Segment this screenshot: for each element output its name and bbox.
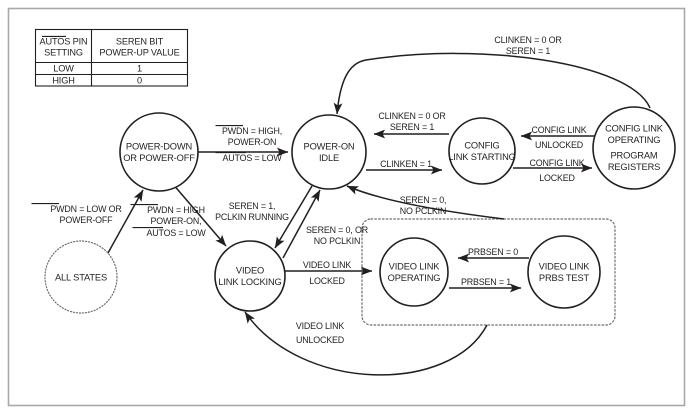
edge-label-t7: SEREN = 0, NO PCLKIN — [400, 195, 447, 216]
edge-label-t1-line-1: PWDN = LOW OR — [50, 204, 121, 214]
edge-label-t13: CLINKEN = 0 OR SEREN = 1 — [494, 35, 561, 56]
edge-label-t15: PRBSEN = 1 — [461, 277, 511, 287]
state-power-down-label-1: POWER-DOWN — [126, 142, 192, 152]
table-row-0-setting: LOW — [53, 64, 74, 74]
state-config-link-starting-label-1: CONFIG — [464, 141, 499, 151]
edge-video-link-locking-to-power-on-idle — [282, 189, 321, 259]
table-header-1-line-2: SETTING — [44, 48, 83, 58]
state-video-link-prbs-test-label-1: VIDEO LINK — [539, 262, 591, 272]
edge-video-group-to-power-on-idle — [346, 185, 505, 220]
table-row-0-value: 1 — [137, 64, 142, 74]
state-video-link-operating-label-2: OPERATING — [388, 273, 441, 283]
state-video-link-prbs-test-label-2: PRBS TEST — [539, 273, 590, 283]
state-config-link-operating-label-2: OPERATING — [608, 135, 661, 145]
state-power-on-idle[interactable]: POWER-ON IDLE — [291, 114, 367, 190]
edge-label-t5: SEREN = 0, OR NO PCLKIN — [306, 225, 368, 246]
state-video-link-prbs-test[interactable]: VIDEO LINK PRBS TEST — [527, 235, 601, 309]
edge-label-t12-line-1: CONFIG LINK — [529, 158, 584, 168]
table-row-1-value: 0 — [137, 75, 142, 85]
edge-label-t13-line-1: CLINKEN = 0 OR — [494, 35, 561, 45]
state-config-link-starting-label-2: LINK STARTING — [448, 152, 515, 162]
edge-label-t11-line-1: CONFIG LINK — [531, 125, 586, 135]
state-all-states-label: ALL STATES — [55, 273, 107, 283]
state-power-down-label-2: OR POWER-OFF — [123, 153, 195, 163]
edge-label-t8-line-1: VIDEO LINK — [296, 321, 345, 331]
edge-label-t11: CONFIG LINK UNLOCKED — [531, 125, 586, 150]
edge-label-t2-line-3: AUTOS = LOW — [222, 153, 282, 163]
edge-label-t9: CLINKEN = 0 OR SEREN = 1 — [378, 111, 445, 132]
edge-label-t3-line-2: POWER-ON, — [151, 216, 202, 226]
edge-label-t6-line-1: VIDEO LINK — [303, 260, 352, 270]
edge-all-states-to-power-down — [107, 189, 144, 254]
state-config-link-operating[interactable]: CONFIG LINK OPERATING PROGRAM REGISTERS — [592, 106, 676, 190]
state-video-link-locking-label-1: VIDEO — [236, 266, 264, 276]
edge-config-link-operating-to-power-on-idle — [333, 52, 651, 115]
edge-power-on-idle-to-video-link-locking — [274, 185, 313, 249]
edge-label-t8-line-2: UNLOCKED — [296, 335, 344, 345]
edge-label-t5-line-2: NO PCLKIN — [314, 236, 361, 246]
edge-label-t10-line-1: CLINKEN = 1 — [380, 159, 432, 169]
edge-label-t14: PRBSEN = 0 — [468, 247, 518, 257]
autos-seren-table: AUTOS PIN SETTING SEREN BIT POWER-UP VAL… — [34, 28, 189, 87]
edge-label-t9-line-2: SEREN = 1 — [390, 122, 434, 132]
edge-label-t2: PWDN = HIGH, POWER-ON AUTOS = LOW — [215, 125, 282, 163]
state-config-link-operating-label-1: CONFIG LINK — [605, 124, 664, 134]
edge-label-t7-line-2: NO PCLKIN — [400, 206, 447, 216]
edge-label-t12-line-2: LOCKED — [539, 173, 575, 183]
table-row-1-setting: HIGH — [52, 75, 74, 85]
state-power-on-idle-label-1: POWER-ON — [304, 142, 355, 152]
edge-label-t1: PWDN = LOW OR POWER-OFF — [31, 203, 122, 225]
edge-label-t4-line-1: SEREN = 1, — [229, 201, 276, 211]
edge-label-t8: VIDEO LINK UNLOCKED — [296, 321, 345, 345]
state-config-link-starting[interactable]: CONFIG LINK STARTING — [448, 117, 516, 185]
state-power-down[interactable]: POWER-DOWN OR POWER-OFF — [119, 112, 199, 192]
edge-label-t6: VIDEO LINK LOCKED — [303, 260, 352, 286]
state-video-link-locking[interactable]: VIDEO LINK LOCKING — [214, 240, 286, 312]
state-config-link-operating-label-3: PROGRAM — [611, 151, 658, 161]
state-config-link-operating-label-4: REGISTERS — [608, 162, 660, 172]
edge-label-t1-line-2: POWER-OFF — [60, 215, 114, 225]
state-power-on-idle-label-2: IDLE — [319, 153, 339, 163]
table-header-2-line-1: SEREN BIT — [116, 37, 164, 47]
figure-border — [7, 7, 686, 407]
edge-label-t12: CONFIG LINK LOCKED — [529, 158, 584, 183]
edge-label-t10: CLINKEN = 1 — [380, 159, 432, 169]
table-header-2-line-2: POWER-UP VALUE — [99, 48, 179, 58]
edge-label-t2-line-2: POWER-ON — [228, 137, 277, 147]
edge-video-group-to-video-link-locking — [244, 311, 488, 376]
state-all-states[interactable]: ALL STATES — [44, 240, 118, 314]
state-video-link-operating[interactable]: VIDEO LINK OPERATING — [379, 237, 449, 307]
edge-label-t3-line-1: PWDN = HIGH — [147, 205, 205, 215]
state-video-link-operating-label-1: VIDEO LINK — [389, 262, 441, 272]
edge-label-t3: PWDN = HIGH POWER-ON, AUTOS = LOW — [130, 204, 206, 238]
edge-label-t3-line-3: AUTOS = LOW — [146, 228, 206, 238]
edge-label-t15-line-1: PRBSEN = 1 — [461, 277, 511, 287]
table-header-1-line-1: AUTOS PIN — [39, 37, 87, 47]
edge-label-t6-line-2: LOCKED — [309, 276, 345, 286]
edge-label-t4-line-2: PCLKIN RUNNING — [215, 212, 289, 222]
edge-label-t14-line-1: PRBSEN = 0 — [468, 247, 518, 257]
edge-all-states-to-video-link-locking — [171, 182, 227, 247]
edge-label-t13-line-2: SEREN = 1 — [506, 46, 550, 56]
edge-label-t2-line-1: PWDN = HIGH, — [222, 126, 282, 136]
edge-label-t11-line-2: UNLOCKED — [535, 140, 583, 150]
edge-label-t9-line-1: CLINKEN = 0 OR — [378, 111, 445, 121]
edge-label-t5-line-1: SEREN = 0, OR — [306, 225, 368, 235]
edge-label-t7-line-1: SEREN = 0, — [400, 195, 447, 205]
edge-label-t4: SEREN = 1, PCLKIN RUNNING — [215, 201, 289, 222]
state-video-link-locking-label-2: LINK LOCKING — [218, 277, 281, 287]
